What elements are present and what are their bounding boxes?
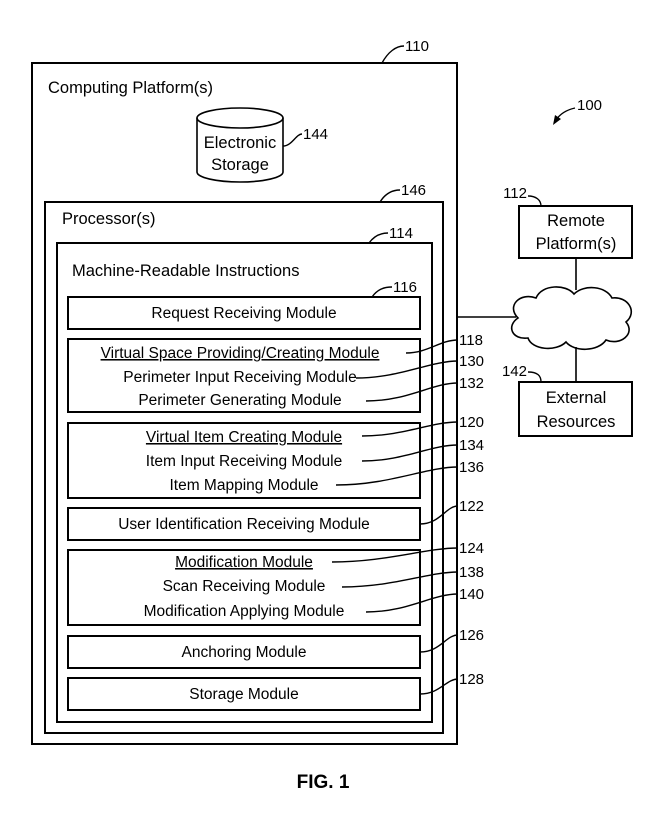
- ref-126: 126: [459, 627, 484, 644]
- ref-140: 140: [459, 586, 484, 603]
- ref-136-leader: [335, 466, 459, 486]
- perimeter-input-receiving-label: Perimeter Input Receiving Module: [123, 369, 356, 386]
- ref-128: 128: [459, 671, 484, 688]
- virtual-space-module-label: Virtual Space Providing/Creating Module: [101, 345, 380, 362]
- modification-module-box: [67, 549, 421, 626]
- network-cloud: [510, 286, 632, 351]
- ref-100: 100: [577, 97, 602, 114]
- ref-110-leader: [381, 45, 405, 64]
- ref-140-leader: [365, 593, 459, 613]
- ref-118: 118: [459, 332, 483, 349]
- ref-122-leader: [419, 505, 459, 525]
- ref-146: 146: [401, 182, 426, 199]
- ref-138-leader: [341, 571, 459, 588]
- ref-132: 132: [459, 375, 484, 392]
- ref-124-leader: [331, 547, 459, 563]
- scan-receiving-label: Scan Receiving Module: [163, 578, 326, 595]
- item-mapping-label: Item Mapping Module: [169, 477, 318, 494]
- external-resources-box: [518, 381, 633, 437]
- ref-144-leader: [282, 133, 303, 147]
- computing-platform-label: Computing Platform(s): [48, 79, 213, 97]
- virtual-item-module-box: [67, 422, 421, 499]
- ref-112-leader: [527, 195, 542, 207]
- figure-caption: FIG. 1: [297, 772, 350, 793]
- ref-146-leader: [379, 189, 401, 203]
- request-receiving-module-box: [67, 296, 421, 330]
- ref-118-leader: [405, 339, 459, 354]
- ref-122: 122: [459, 498, 484, 515]
- virtual-space-module-box: [67, 338, 421, 413]
- ref-130: 130: [459, 353, 484, 370]
- external-resources-line2: Resources: [537, 413, 616, 431]
- remote-platform-box: [518, 205, 633, 259]
- ref-114-leader: [368, 232, 389, 244]
- ref-138: 138: [459, 564, 484, 581]
- external-resources-line1: External: [546, 389, 607, 407]
- remote-platform-line1: Remote: [547, 212, 605, 230]
- anchoring-module-label: Anchoring Module: [182, 644, 307, 661]
- modification-applying-label: Modification Applying Module: [144, 603, 345, 620]
- ref-132-leader: [365, 382, 459, 402]
- ref-136: 136: [459, 459, 484, 476]
- ref-100-arrowhead: [553, 115, 561, 125]
- ref-110: 110: [405, 38, 429, 55]
- modification-module-label: Modification Module: [175, 554, 313, 571]
- ref-114: 114: [389, 225, 413, 242]
- ref-116: 116: [393, 279, 417, 296]
- remote-platform-line2: Platform(s): [536, 235, 617, 253]
- electronic-storage-line1: Electronic: [204, 134, 276, 152]
- ref-124: 124: [459, 540, 484, 557]
- electronic-storage-cylinder: [196, 107, 284, 183]
- ref-142: 142: [502, 363, 527, 380]
- anchoring-module-box: [67, 635, 421, 669]
- storage-module-label: Storage Module: [189, 686, 298, 703]
- processor-label: Processor(s): [62, 210, 156, 228]
- storage-module-box: [67, 677, 421, 711]
- electronic-storage-line2: Storage: [211, 156, 269, 174]
- ref-128-leader: [419, 678, 459, 695]
- request-receiving-module-label: Request Receiving Module: [151, 305, 336, 322]
- ref-120-leader: [361, 421, 459, 437]
- ref-126-leader: [419, 634, 459, 653]
- virtual-item-module-label: Virtual Item Creating Module: [146, 429, 342, 446]
- perimeter-generating-label: Perimeter Generating Module: [138, 392, 341, 409]
- ref-144: 144: [303, 126, 328, 143]
- ref-142-leader: [527, 371, 542, 383]
- ref-116-leader: [371, 286, 393, 298]
- item-input-receiving-label: Item Input Receiving Module: [146, 453, 342, 470]
- ref-134: 134: [459, 437, 484, 454]
- ref-112: 112: [503, 185, 527, 202]
- user-identification-module-label: User Identification Receiving Module: [118, 516, 370, 533]
- ref-130-leader: [355, 360, 459, 379]
- instructions-label: Machine-Readable Instructions: [72, 262, 299, 280]
- ref-134-leader: [361, 444, 459, 462]
- ref-120: 120: [459, 414, 484, 431]
